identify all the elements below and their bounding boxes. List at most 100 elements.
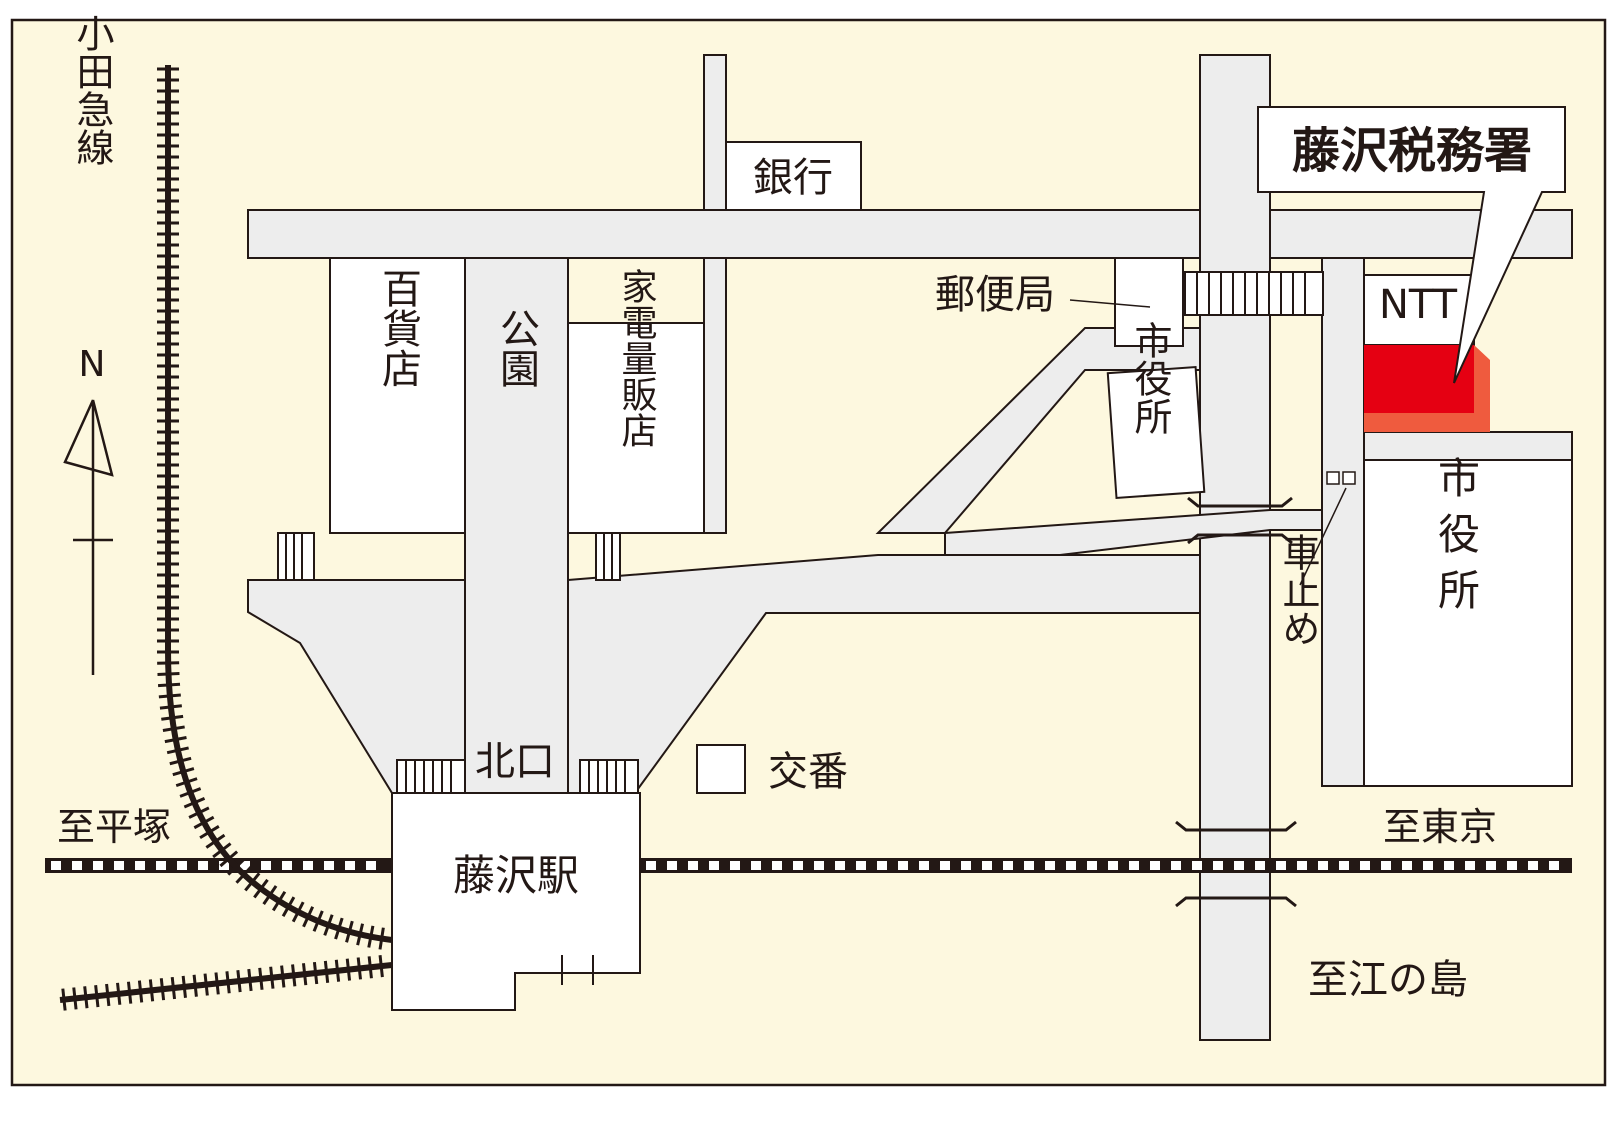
rail-tie [116, 982, 122, 1005]
rail-tie [1150, 861, 1160, 870]
rail-tie [345, 958, 352, 981]
rail-tie [982, 861, 992, 870]
park-label: 公園 [493, 308, 539, 388]
north-exit-label: 北口 [475, 739, 555, 785]
rail-tie [378, 955, 384, 978]
rail-tie [164, 736, 187, 744]
direction-tokyo: 至東京 [1383, 805, 1497, 849]
rail-tie [225, 971, 231, 994]
road-top [247, 209, 1573, 259]
rail-tie [1234, 861, 1244, 870]
rail-tie [356, 923, 365, 946]
rail-tie [93, 861, 103, 870]
rail-tie [258, 967, 264, 990]
rail-tie [1528, 861, 1538, 870]
city-hall-small-building [1106, 366, 1206, 499]
bank-building [725, 141, 862, 211]
stairs-electronics [595, 532, 621, 581]
city-hall-large-building [1363, 459, 1573, 787]
rail-tie [170, 976, 177, 1000]
rail-tie [179, 787, 202, 798]
crosswalk-top [1184, 271, 1324, 316]
rail-tie [1129, 861, 1139, 870]
rail-tie [235, 865, 253, 884]
rail-tie [1087, 861, 1097, 870]
rail-tie [709, 861, 719, 870]
rail-tie [312, 961, 319, 985]
rail-tie [1276, 861, 1286, 870]
rail-tie [291, 901, 305, 923]
roads [247, 54, 1573, 1041]
station-gate [561, 955, 594, 985]
city-hall-large-label: 市役所 [1432, 456, 1481, 624]
target-building-base [1364, 413, 1490, 432]
rail-tie [898, 861, 908, 870]
rail-tie [126, 981, 133, 1004]
rail-tie [269, 966, 275, 989]
rail-tie [1486, 861, 1496, 870]
odakyu-ties [61, 67, 385, 1011]
rail-tie [61, 988, 67, 1011]
rail-tie [219, 861, 229, 870]
rail-tie [1507, 861, 1517, 870]
rail-tie [172, 767, 195, 777]
rail-tie [1255, 861, 1265, 870]
rail-tie [751, 861, 761, 870]
bank-label: 銀行 [753, 155, 833, 201]
rail-tie [177, 861, 187, 870]
rail-tie [261, 861, 271, 870]
rail-tie [72, 987, 78, 1010]
target-building-side [1474, 345, 1490, 432]
rail-tie [303, 861, 313, 870]
target-building[interactable] [1364, 345, 1490, 432]
direction-hiratsuka: 至平塚 [57, 805, 171, 849]
car-stop-label: 車止め [1276, 533, 1320, 647]
rail-tie [1549, 861, 1559, 870]
rail-tie [302, 906, 315, 928]
koban-label: 交番 [768, 749, 848, 795]
rail-tie [1402, 861, 1412, 870]
rail-tie [183, 796, 206, 809]
rail-tie [1108, 861, 1118, 870]
car-stop-leader [1299, 487, 1347, 586]
rail-tie [158, 693, 181, 699]
rail-tie [205, 833, 226, 849]
rail-tie [175, 777, 198, 788]
rail-tie [219, 850, 239, 868]
railway-odakyu-label: 小田急線 [70, 14, 114, 166]
rail-tie [83, 986, 89, 1009]
rail-tie [166, 746, 189, 755]
station-label: 藤沢駅 [453, 851, 579, 900]
rail-tie [940, 861, 950, 870]
rail-tie [199, 825, 220, 840]
direction-enoshima: 至江の島 [1308, 957, 1468, 1003]
ntt-building [1363, 274, 1475, 346]
rail-tie [198, 861, 208, 870]
rail-tie [137, 980, 144, 1003]
rail-tie [345, 920, 354, 943]
rail-tie [193, 815, 215, 830]
jr-railway-ties [51, 861, 1559, 870]
rail-tie [856, 861, 866, 870]
post-office-label: 郵便局 [935, 272, 1055, 318]
rail-tie [1339, 861, 1349, 870]
city-hall-small-label: 市役所 [1128, 321, 1172, 435]
rail-tie [244, 872, 261, 892]
rail-tie [1045, 861, 1055, 870]
rail-tie [1066, 861, 1076, 870]
north-arrow [63, 399, 114, 675]
north-label: N [79, 344, 106, 385]
rail-tie [181, 975, 187, 998]
road-bank-street [703, 54, 727, 211]
rail-tie [105, 983, 111, 1007]
rail-tie [356, 957, 362, 980]
rail-tie [301, 963, 308, 986]
rail-tie [156, 861, 166, 870]
rail-tie [367, 925, 375, 948]
north-arrow-icon [63, 399, 114, 675]
road-ntt-side [1321, 257, 1365, 787]
rail-tie [94, 985, 100, 1008]
rail-tie [51, 861, 61, 870]
rail-tie [192, 974, 198, 997]
